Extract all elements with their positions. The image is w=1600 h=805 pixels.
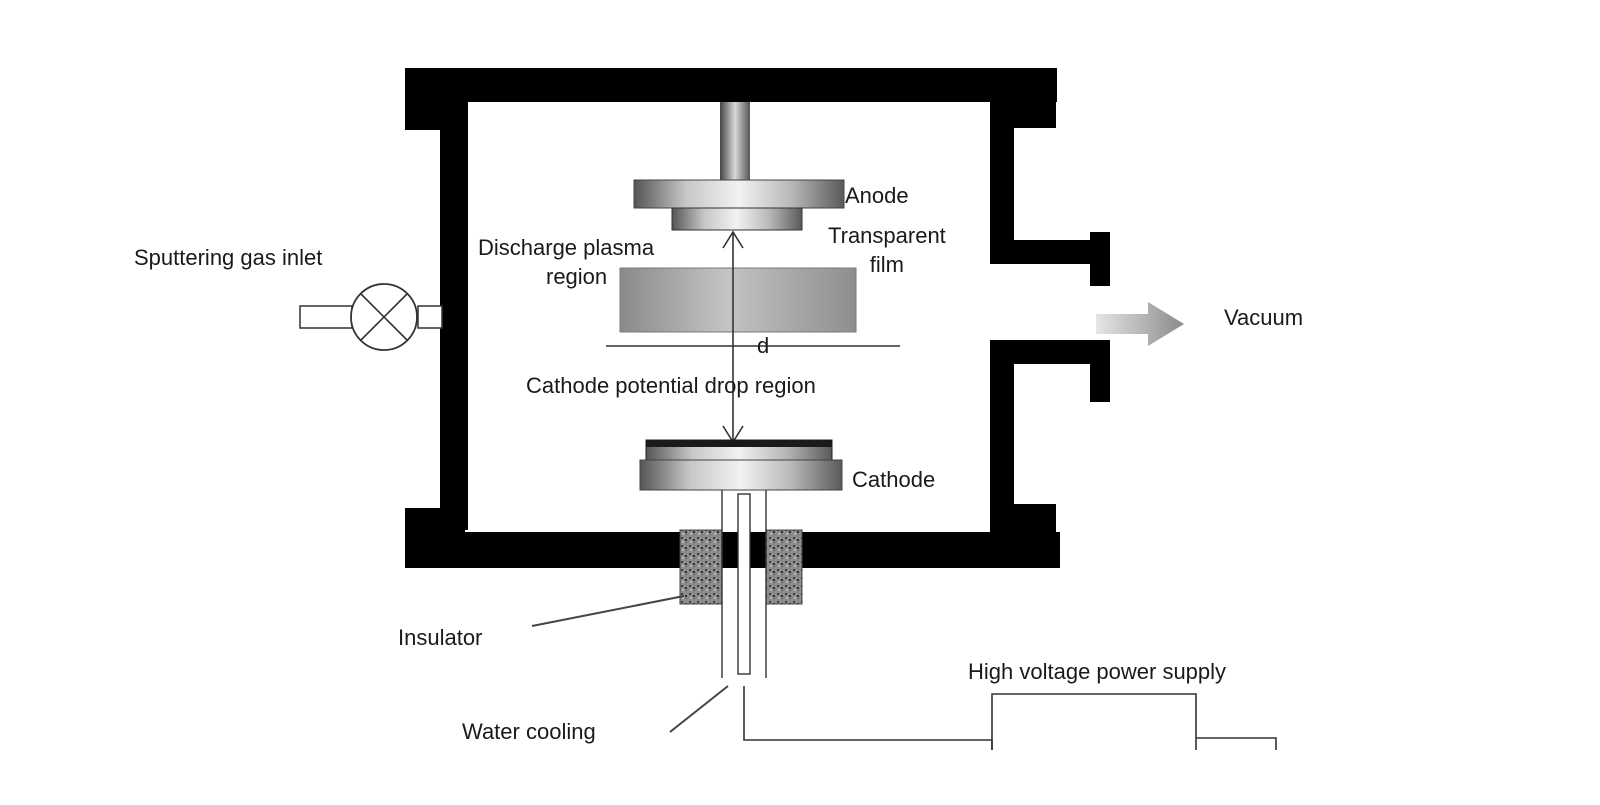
high-voltage-power-supply-label: High voltage power supply [968, 659, 1227, 684]
cathode-label: Cathode [852, 467, 936, 492]
water-cooling-label: Water cooling [462, 719, 596, 744]
gas-inlet-valve [299, 283, 443, 351]
anode-assembly [633, 102, 845, 231]
vacuum-arrow [1096, 302, 1184, 346]
sputtering-gas-inlet-label: Sputtering gas inlet [134, 245, 323, 270]
gap-distance-arrow [722, 230, 744, 444]
transparent-film-label: Transparent film [828, 222, 946, 279]
discharge-plasma-region-label: Discharge plasma region [478, 234, 654, 291]
insulator-right [765, 529, 803, 605]
water-cooling-tube [721, 490, 767, 678]
anode-label: Anode [845, 183, 909, 208]
insulator-left [679, 529, 723, 605]
transparent-film-block [619, 267, 857, 333]
water-cooling-leader-line [669, 685, 729, 733]
cathode-potential-drop-region-label: Cathode potential drop region [526, 373, 816, 398]
vacuum-label: Vacuum [1224, 305, 1304, 330]
insulator-label: Insulator [398, 625, 483, 650]
power-supply-box [991, 693, 1197, 750]
vacuum-chamber [405, 68, 1110, 568]
cathode-assembly [639, 439, 843, 491]
power-supply-circuit [743, 686, 993, 750]
transparent-film-label-line-2: film [869, 251, 905, 277]
discharge-plasma-label-line-2: region [546, 263, 608, 289]
power-supply-return-line [1196, 737, 1277, 750]
gap-distance-label: d [757, 333, 770, 358]
insulator-leader-line [531, 595, 685, 627]
discharge-plasma-label-line-1: Discharge plasma [478, 235, 655, 260]
transparent-film-label-line-1: Transparent [828, 223, 946, 248]
